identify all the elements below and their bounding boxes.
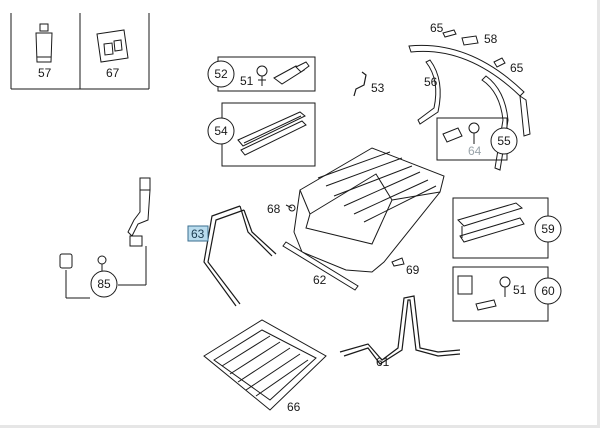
callout-62: 62 [313,273,327,287]
consumables-grid [10,13,150,90]
callout-55: 55 [497,134,511,148]
callout-59: 59 [541,222,555,236]
page-right-border [597,0,600,428]
circle-85 [90,270,118,298]
callout-85: 85 [97,277,111,291]
callout-65-top: 65 [430,21,444,35]
callout-56: 56 [424,75,438,89]
callout-53: 53 [371,81,385,95]
circle-54 [207,117,235,145]
callout-60: 60 [541,284,555,298]
headliner-66 [203,319,327,411]
bolt-parts-55 [442,122,480,144]
callout-65-right: 65 [510,61,524,75]
seal-pack-icon [96,29,129,63]
circle-60 [534,277,562,305]
clip-65-top [442,29,457,38]
callout-69: 69 [406,263,420,277]
clip-65-right [493,57,506,68]
callout-63-highlight[interactable] [187,225,209,242]
parts-60 [457,275,511,311]
callout-51-top: 51 [240,74,254,88]
callout-57: 57 [38,66,52,80]
callout-52: 52 [214,67,228,81]
callout-68: 68 [267,202,281,216]
clip-85-a [59,253,73,269]
rail-trim-59 [457,202,525,243]
callout-63[interactable]: 63 [191,227,205,241]
circle-59 [534,215,562,243]
callout-54: 54 [214,124,228,138]
pad-58 [461,35,479,46]
page-bottom-border [0,425,600,428]
callout-67: 67 [106,66,120,80]
mount-bolt-68 [285,204,296,212]
callout-64: 64 [468,144,482,158]
circle-52 [207,60,235,88]
seal-61 [339,295,461,365]
clip-parts-52 [256,61,310,86]
rail-trim-54 [237,111,307,156]
callout-66: 66 [287,400,301,414]
callout-61: 61 [376,355,390,369]
screw-85-b [97,255,107,272]
circle-55 [490,127,518,155]
bracket-53 [353,71,367,97]
seal-clip-69 [391,257,405,267]
callout-58: 58 [484,32,498,46]
hardtop-roof [293,147,445,273]
seal-strip-62 [282,241,359,291]
bracket-85 [127,177,151,247]
leader-85 [65,246,147,299]
side-seal-63 [203,205,277,307]
tube-icon [35,23,53,63]
callout-51-bottom: 51 [513,283,527,297]
